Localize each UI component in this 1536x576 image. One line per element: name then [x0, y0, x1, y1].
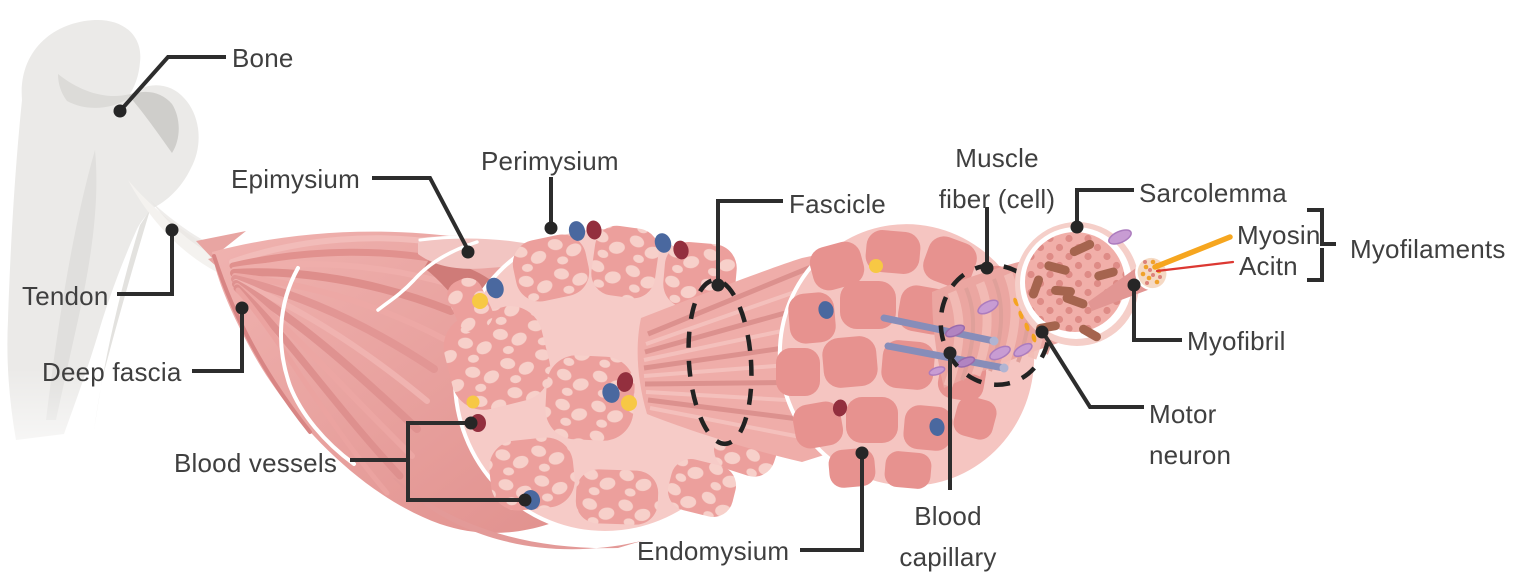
label-deep-fascia: Deep fascia	[42, 357, 182, 387]
blood-vessels-leader	[350, 416, 532, 507]
endomysium-leader	[800, 446, 869, 552]
fascicle-leader	[711, 199, 783, 292]
label-actin: Acitn	[1239, 251, 1298, 281]
label-motor-neuron: Motor neuron	[1149, 399, 1232, 470]
label-muscle-fiber: Muscle fiber (cell)	[938, 143, 1056, 214]
myosin-filament-line	[1152, 234, 1233, 270]
label-myosin: Myosin	[1237, 220, 1321, 250]
label-epimysium: Epimysium	[231, 164, 360, 194]
bone-leader	[113, 55, 226, 118]
fascicle-dashed-outline	[686, 277, 754, 447]
label-tendon: Tendon	[22, 281, 109, 311]
nuclei-and-junctions	[928, 297, 1037, 376]
bone-illustration	[0, 19, 235, 493]
tendon-muscle-junction	[196, 231, 246, 258]
leader-lines	[113, 55, 1336, 552]
label-myofibril: Myofibril	[1187, 326, 1286, 356]
label-blood-vessels: Blood vessels	[174, 448, 338, 478]
label-fascicle: Fascicle	[789, 189, 886, 219]
mitochondria	[1028, 239, 1118, 342]
actin-filament-line	[1155, 260, 1235, 273]
label-endomysium: Endomysium	[637, 536, 790, 566]
label-blood-capillary: Blood capillary	[899, 501, 997, 572]
tendon-leader	[117, 223, 179, 296]
label-sarcolemma: Sarcolemma	[1139, 178, 1287, 208]
epimysium-leader	[372, 176, 475, 259]
sarcolemma-leader	[1070, 188, 1134, 234]
label-perimysium: Perimysium	[481, 146, 619, 176]
motor-neuron-leader	[1035, 325, 1144, 409]
myofilaments-bracket	[1307, 208, 1336, 282]
muscle-fiber-leader	[980, 207, 994, 275]
perimysium-leader	[544, 177, 558, 235]
deep-fascia-line	[278, 266, 356, 466]
deep-fascia-leader	[192, 301, 249, 373]
blood-capillary-leader	[943, 346, 957, 490]
label-bone: Bone	[232, 43, 294, 73]
myofilament-dots	[1140, 259, 1162, 285]
myofibril-leader	[1127, 278, 1182, 342]
label-myofilaments: Myofilaments	[1350, 234, 1506, 264]
